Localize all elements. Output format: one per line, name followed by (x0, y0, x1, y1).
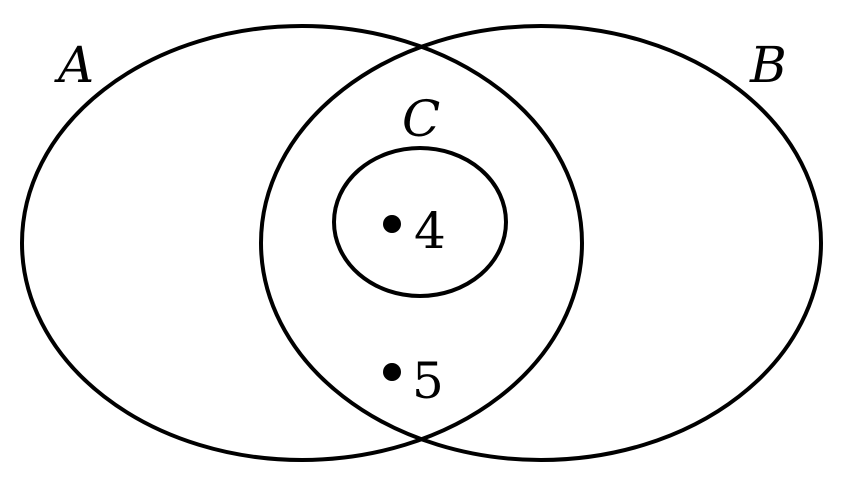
element-4-dot (383, 215, 401, 233)
set-a-label: A (54, 36, 94, 94)
element-5-label: 5 (412, 352, 444, 410)
set-b-label: B (749, 36, 787, 94)
set-b-ellipse (259, 24, 823, 462)
element-5-dot (383, 363, 401, 381)
element-4-label: 4 (414, 202, 446, 260)
set-c-ellipse (332, 146, 508, 298)
set-c-label: C (402, 90, 440, 148)
set-a-ellipse (20, 24, 584, 462)
